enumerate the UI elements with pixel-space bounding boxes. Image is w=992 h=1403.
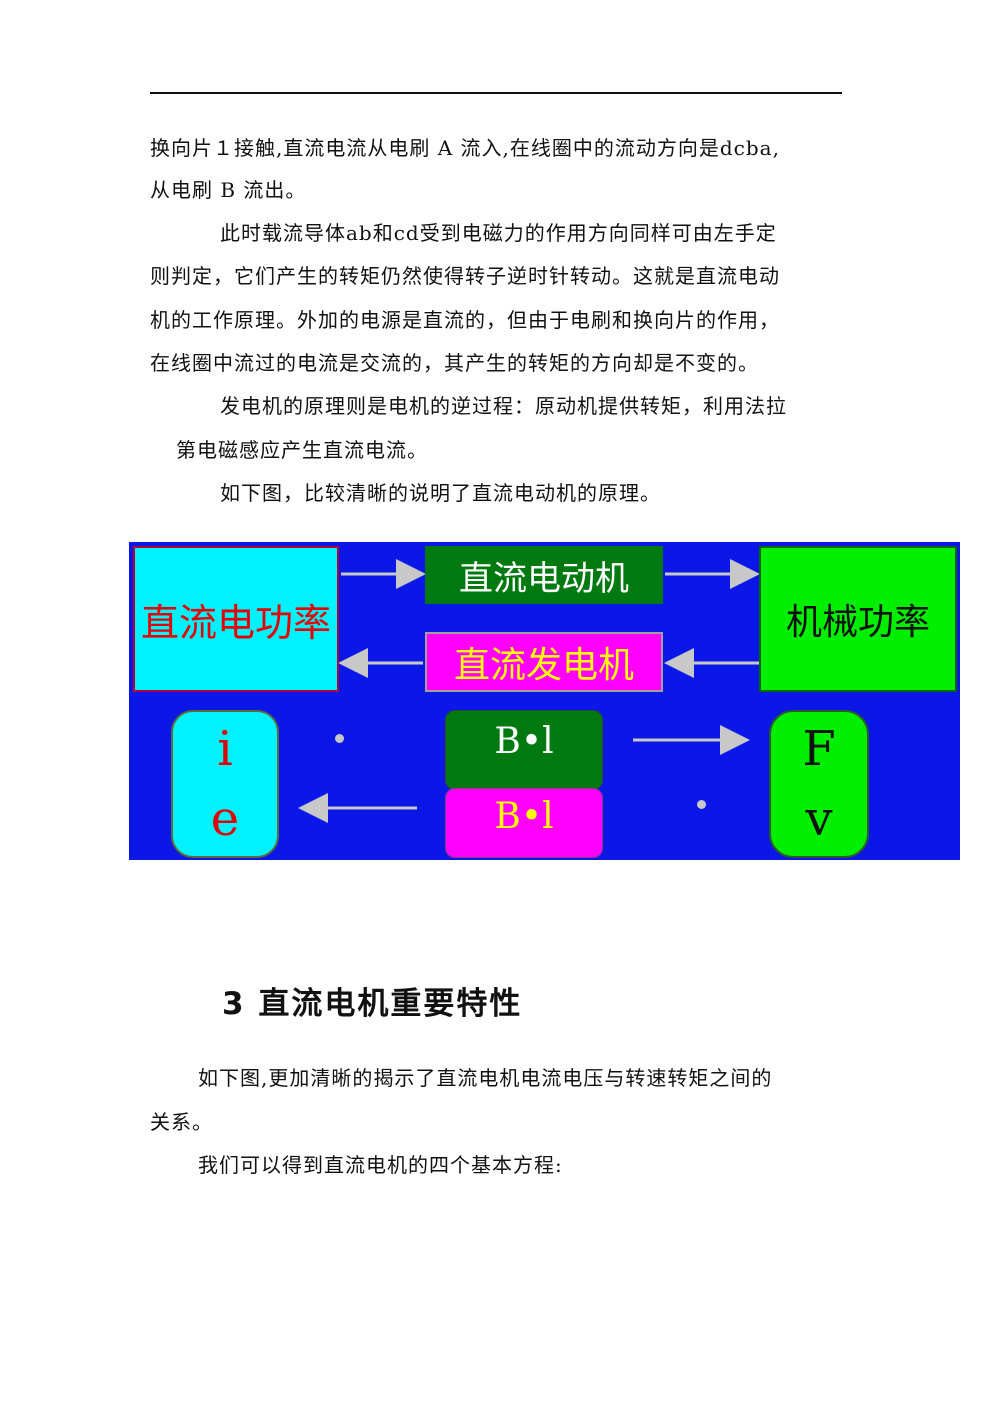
- dc-motor-box: 直流电动机: [425, 546, 663, 604]
- dc-electric-power-box: 直流电功率: [133, 546, 339, 692]
- paragraph-line: 此时载流导体ab和cd受到电磁力的作用方向同样可由左手定: [220, 221, 777, 245]
- paragraph-line: 如下图，比较清晰的说明了直流电动机的原理。: [220, 481, 661, 505]
- paragraph-line: 机的工作原理。外加的电源是直流的，但由于电刷和换向片的作用，: [150, 308, 780, 332]
- motor-principle-diagram: 直流电功率 直流电动机 机械功率 直流发电机 i e B•l B•l F v: [129, 542, 960, 860]
- bl-motor-box: B•l: [445, 710, 603, 790]
- current-symbol: i: [217, 721, 233, 777]
- paragraph-line: 第电磁感应产生直流电流。: [176, 438, 428, 462]
- paragraph-line: 我们可以得到直流电机的四个基本方程:: [198, 1153, 563, 1177]
- paragraph-line: 在线圈中流过的电流是交流的，其产生的转矩的方向却是不变的。: [150, 351, 759, 375]
- header-rule: [150, 92, 842, 94]
- paragraph-line: 则判定，它们产生的转矩仍然使得转子逆时针转动。这就是直流电动: [150, 264, 780, 288]
- emf-symbol: e: [210, 791, 240, 847]
- paragraph-line: 如下图,更加清晰的揭示了直流电机电流电压与转速转矩之间的: [198, 1066, 773, 1090]
- section-heading: 3 直流电机重要特性: [222, 986, 523, 1022]
- multiply-dot: [335, 734, 344, 743]
- dc-generator-box: 直流发电机: [425, 632, 663, 692]
- diagram-arrows: [298, 559, 760, 823]
- force-symbol: F: [802, 721, 836, 777]
- paragraph-line: 发电机的原理则是电机的逆过程：原动机提供转矩，利用法拉: [220, 394, 787, 418]
- paragraph-line: 从电刷 B 流出。: [150, 178, 307, 202]
- mechanical-power-box: 机械功率: [759, 546, 957, 692]
- bl-generator-box: B•l: [445, 788, 603, 858]
- current-emf-box: i e: [171, 710, 279, 858]
- multiply-dot: [697, 800, 706, 809]
- paragraph-line: 换向片１接触,直流电流从电刷 A 流入,在线圈中的流动方向是dcba,: [150, 136, 780, 160]
- force-velocity-box: F v: [769, 710, 869, 858]
- velocity-symbol: v: [805, 791, 833, 847]
- paragraph-line: 关系。: [150, 1110, 213, 1134]
